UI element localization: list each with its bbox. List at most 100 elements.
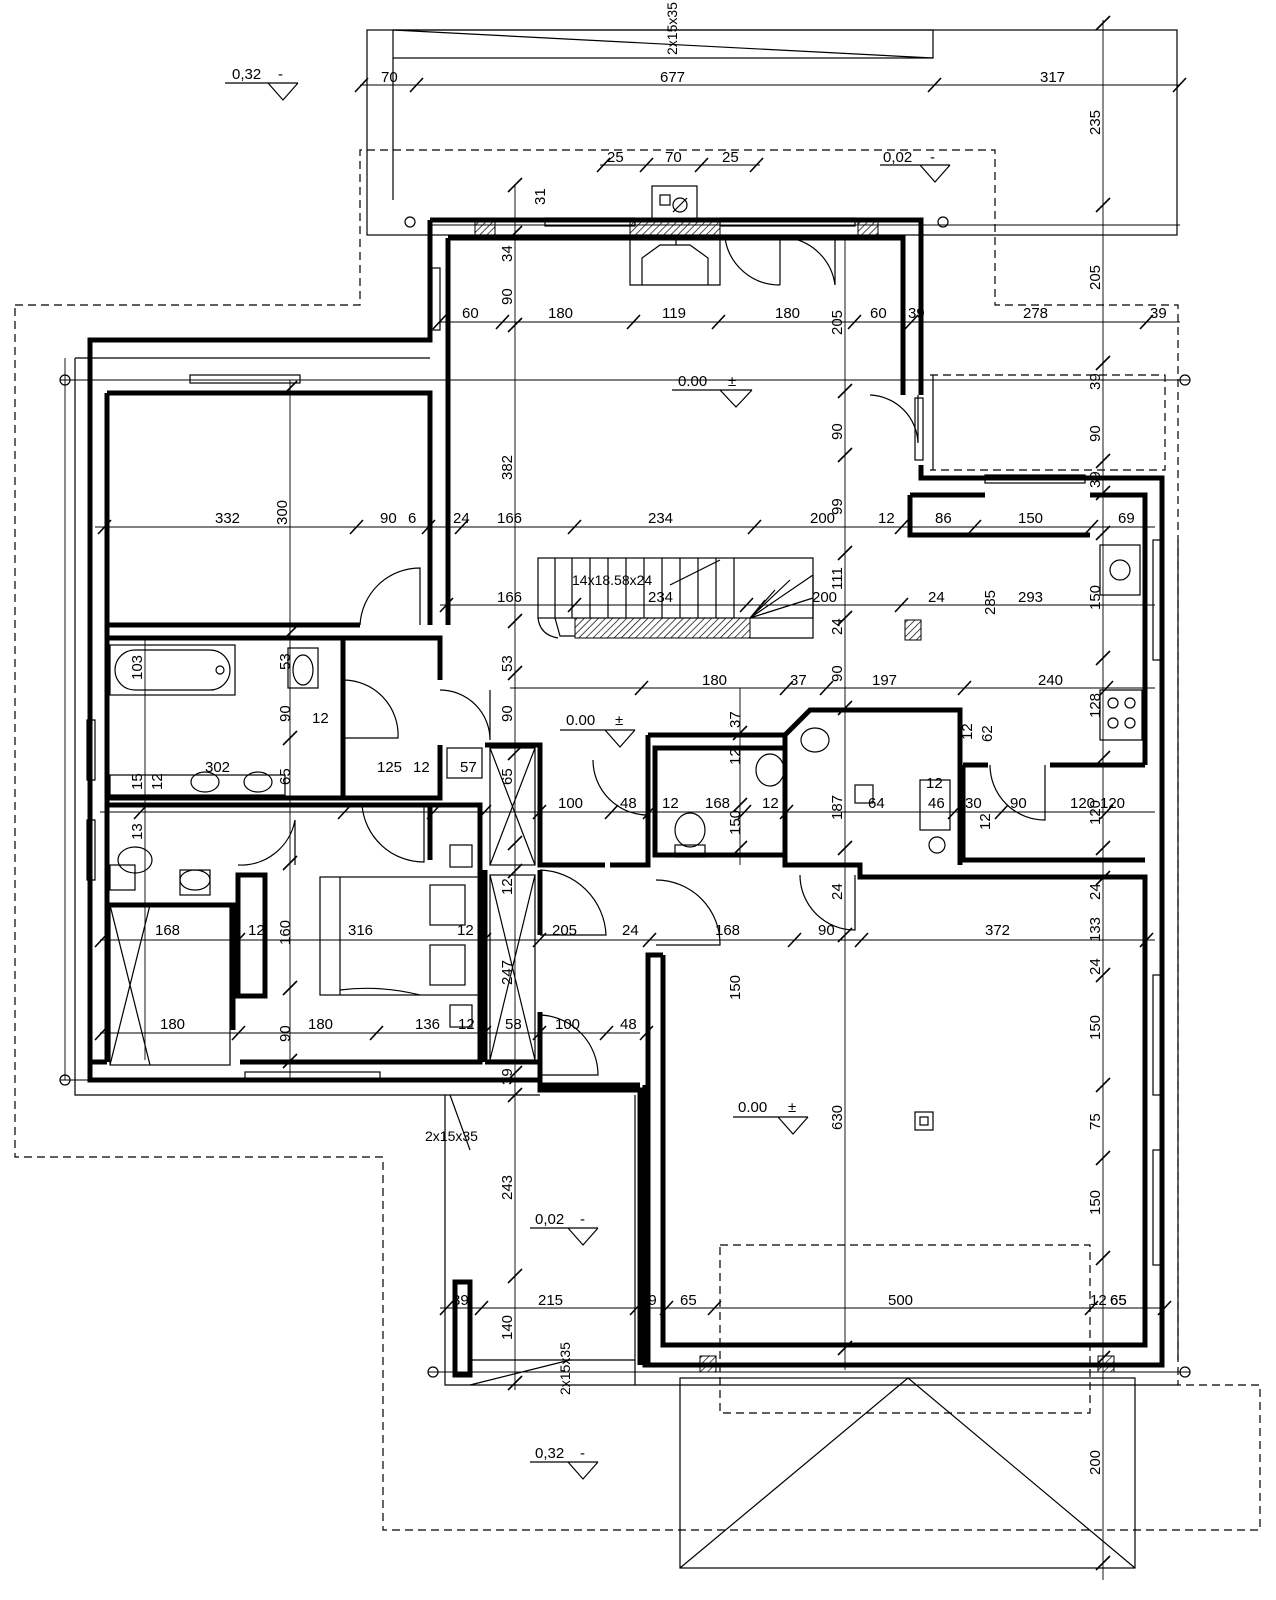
dimension-label: 60 bbox=[870, 305, 887, 322]
dimension-label: 247 bbox=[499, 960, 516, 985]
dimension-label: 64 bbox=[868, 795, 885, 812]
dimension-label: 48 bbox=[620, 1016, 637, 1033]
dimension-label: 215 bbox=[538, 1292, 563, 1309]
dimension-label: 332 bbox=[215, 510, 240, 527]
level-label: 0,02 bbox=[883, 149, 912, 166]
dimension-label: 293 bbox=[1018, 589, 1043, 606]
dimension-label: 12 bbox=[413, 759, 430, 776]
dimension-label: 58 bbox=[505, 1016, 522, 1033]
dimension-label: 187 bbox=[829, 795, 846, 820]
dimension-label: 24 bbox=[928, 589, 945, 606]
dimension-label: 39 bbox=[640, 1292, 657, 1309]
dimension-label: 25 bbox=[722, 149, 739, 166]
dimension-label: 24 bbox=[829, 883, 846, 900]
dimension-label: 372 bbox=[985, 922, 1010, 939]
dimension-label: 140 bbox=[499, 1315, 516, 1340]
dimension-label: 240 bbox=[1038, 672, 1063, 689]
dimension-label: 160 bbox=[277, 920, 294, 945]
dimension-label: 69 bbox=[1118, 510, 1135, 527]
dimension-label: 65 bbox=[1110, 1292, 1127, 1309]
dimension-label: 53 bbox=[277, 653, 294, 670]
dimension-label: 317 bbox=[1040, 69, 1065, 86]
dimension-label: 168 bbox=[155, 922, 180, 939]
dimension-label: 46 bbox=[928, 795, 945, 812]
dimension-label: 13 bbox=[129, 823, 146, 840]
column bbox=[1097, 1355, 1115, 1373]
level-sign: - bbox=[580, 1211, 585, 1228]
doors bbox=[237, 237, 1046, 1076]
chimney-block bbox=[629, 219, 721, 239]
dimension-label: 31 bbox=[532, 188, 549, 205]
dimension-label: 133 bbox=[1087, 917, 1104, 942]
dimension-label: 25 bbox=[607, 149, 624, 166]
dimension-label: 99 bbox=[829, 498, 846, 515]
dimension-label: 39 bbox=[1087, 373, 1104, 390]
dimension-lines bbox=[95, 20, 1180, 1580]
dimension-label: 316 bbox=[348, 922, 373, 939]
dimension-label: 39 bbox=[908, 305, 925, 322]
dimension-label: 39 bbox=[1087, 471, 1104, 488]
dimension-label: 24 bbox=[1087, 958, 1104, 975]
dimension-ticks bbox=[94, 15, 1187, 1571]
dimension-label: 200 bbox=[810, 510, 835, 527]
dimension-label: 62 bbox=[979, 725, 996, 742]
dimension-label: 150 bbox=[1087, 585, 1104, 610]
dimension-label: 136 bbox=[415, 1016, 440, 1033]
dimension-label: 166 bbox=[497, 589, 522, 606]
level-label: 0.00 bbox=[678, 373, 707, 390]
level-sign: - bbox=[580, 1445, 585, 1462]
dimension-label: 90 bbox=[829, 665, 846, 682]
dimension-label: 57 bbox=[460, 759, 477, 776]
level-markers bbox=[225, 82, 951, 1480]
dimension-label: 180 bbox=[160, 1016, 185, 1033]
dimension-label: 24 bbox=[622, 922, 639, 939]
dimension-label: 90 bbox=[818, 922, 835, 939]
dimension-label: 90 bbox=[277, 705, 294, 722]
dimension-label: 65 bbox=[680, 1292, 697, 1309]
dimension-label: 6 bbox=[408, 510, 416, 527]
dimension-label: 70 bbox=[665, 149, 682, 166]
level-label: 0,02 bbox=[535, 1211, 564, 1228]
stairs-note: 14x18.58x24 bbox=[572, 572, 652, 588]
dimension-label: 90 bbox=[277, 1025, 294, 1042]
dimension-label: 197 bbox=[872, 672, 897, 689]
pergola-beam-top bbox=[392, 29, 934, 59]
dimension-label: 34 bbox=[499, 245, 516, 262]
dimension-label: 24 bbox=[1087, 883, 1104, 900]
double-bed bbox=[319, 876, 481, 996]
level-label: 0,32 bbox=[232, 66, 261, 83]
dimension-label: 65 bbox=[277, 768, 294, 785]
dimension-label: 12 bbox=[762, 795, 779, 812]
column bbox=[699, 1355, 717, 1373]
fireplace bbox=[629, 185, 721, 286]
wardrobe bbox=[109, 747, 536, 1066]
dimension-label: 12 bbox=[458, 1016, 475, 1033]
column bbox=[857, 219, 879, 239]
dimension-label: 24 bbox=[829, 618, 846, 635]
dimension-label: 302 bbox=[205, 759, 230, 776]
dimension-label: 90 bbox=[1087, 425, 1104, 442]
dimension-label: 382 bbox=[499, 455, 516, 480]
dimension-label: 24 bbox=[453, 510, 470, 527]
level-label: 0,32 bbox=[535, 1445, 564, 1462]
dimension-label: 12 bbox=[727, 748, 744, 765]
dimension-label: 120 bbox=[1100, 795, 1125, 812]
dimension-label: 39 bbox=[1150, 305, 1167, 322]
level-sign: ± bbox=[615, 712, 623, 729]
dimension-label: 39 bbox=[499, 1068, 516, 1085]
dimension-label: 180 bbox=[702, 672, 727, 689]
dimension-label: 75 bbox=[1087, 1113, 1104, 1130]
dimension-label: 12 bbox=[312, 710, 329, 727]
dimension-label: 37 bbox=[727, 711, 744, 728]
level-label: 0.00 bbox=[738, 1099, 767, 1116]
dimension-label: 150 bbox=[1087, 1015, 1104, 1040]
dimension-label: 65 bbox=[499, 768, 516, 785]
column bbox=[904, 619, 922, 641]
dimension-label: 205 bbox=[552, 922, 577, 939]
dimension-label: 125 bbox=[377, 759, 402, 776]
dimension-label: 100 bbox=[558, 795, 583, 812]
dimension-label: 12 bbox=[457, 922, 474, 939]
dimension-label: 166 bbox=[497, 510, 522, 527]
pergola-top bbox=[366, 29, 1178, 236]
